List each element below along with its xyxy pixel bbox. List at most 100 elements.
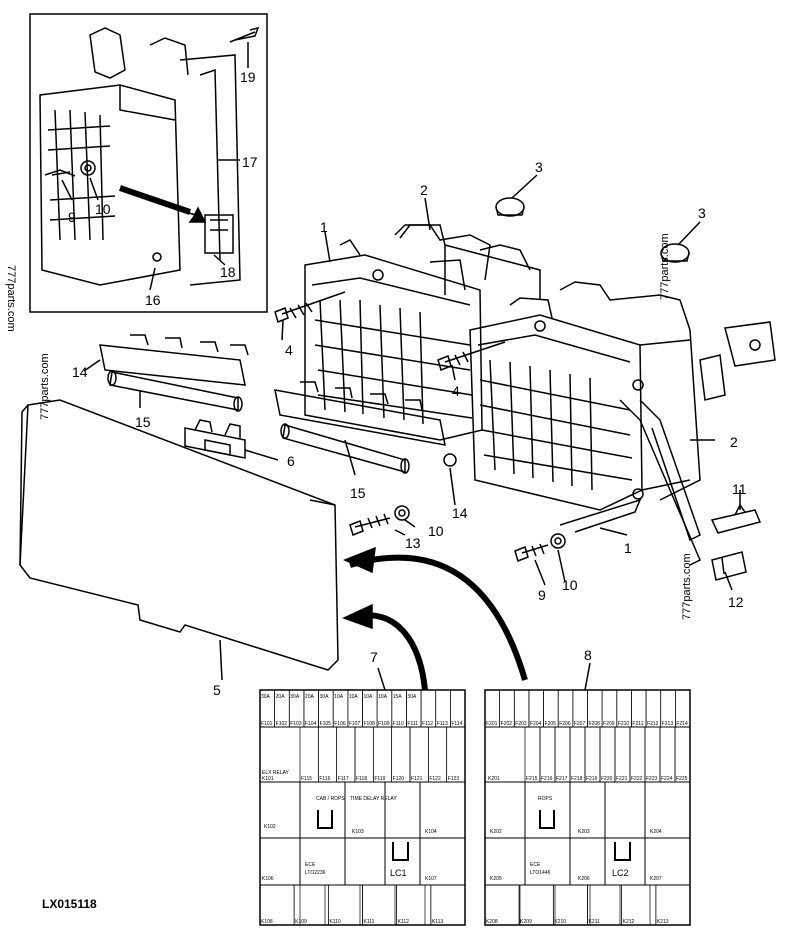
mounting-bracket (724, 321, 776, 367)
callout-2b: 2 (730, 434, 738, 450)
p7-row1-id: F112 (422, 721, 433, 727)
callout-10c: 10 (562, 577, 578, 593)
p7-k103: K103 (352, 829, 364, 835)
inset-fuse-box (39, 26, 260, 286)
p8-row1-id: F201 (486, 721, 498, 727)
callout-16: 16 (145, 292, 161, 308)
p7-row2-id: F115 (301, 776, 312, 782)
p7-bottom-id: K109 (295, 919, 307, 925)
p8-bottom-id: K209 (520, 919, 532, 925)
p7-row2-id: F122 (429, 776, 441, 782)
p8-row2-id: F216 (541, 776, 553, 782)
p7-row1-rating: 30A (261, 694, 271, 700)
p8-row2-cell (629, 726, 646, 783)
p8-row1-id: F211 (632, 721, 643, 727)
p7-k101: K101 (262, 776, 274, 782)
fuse-panel-7: F10130AF10220AF10330AF10420AF10530AF1061… (259, 689, 466, 926)
callout-14a: 14 (72, 364, 88, 380)
p8-row2-id: F224 (661, 776, 673, 782)
callout-15b: 15 (350, 485, 366, 501)
p7-row1-rating: 10A (349, 694, 359, 700)
p8-lc2: LC2 (612, 868, 629, 878)
callout-10a: 10 (95, 201, 111, 217)
p7-row2-id: F121 (411, 776, 423, 782)
housing-right (469, 281, 701, 511)
p7-row1-rating: 30A (290, 694, 300, 700)
p7-row2-cell (354, 726, 374, 783)
p8-row1-id: F205 (545, 721, 557, 727)
p7-row2-cell (409, 726, 429, 783)
p8-row2-cell (674, 726, 691, 783)
p7-row2-cell (372, 726, 393, 783)
p8-k201: K201 (488, 776, 500, 782)
p7-row1-id: F106 (334, 721, 346, 727)
screw-4-left (274, 291, 346, 324)
callout-3a: 3 (535, 159, 543, 175)
p8-k206: K206 (578, 876, 590, 882)
callout-labels: 1 1 2 2 3 3 4 4 5 6 7 8 9 9 10 10 10 11 … (68, 69, 747, 698)
p8-k203: K203 (578, 829, 590, 835)
p7-row2-id: F117 (338, 776, 349, 782)
p8-row2-id: F217 (556, 776, 568, 782)
callout-9b: 9 (538, 587, 546, 603)
callout-9a: 9 (68, 209, 76, 225)
p7-bottom-id: K111 (364, 919, 375, 925)
p8-rops-label: ROPS (538, 796, 553, 802)
screw-4-right (437, 341, 506, 372)
p7-bottom-id: K113 (432, 919, 444, 925)
plug-cap-1 (495, 197, 525, 217)
harness-right (639, 399, 701, 542)
callout-13: 13 (405, 535, 421, 551)
callout-6: 6 (287, 453, 295, 469)
connector-6 (184, 419, 246, 459)
p7-row1-rating: 10A (334, 694, 344, 700)
p7-row1-id: F111 (407, 721, 418, 727)
watermark-left: 777parts.com (5, 265, 17, 332)
p8-ece-code: LTO1446 (530, 870, 551, 876)
p8-row1-id: F202 (501, 721, 513, 727)
p7-row1-id: F104 (305, 721, 317, 727)
p7-bottom-id: K108 (261, 919, 273, 925)
p7-bottom-id: K112 (398, 919, 410, 925)
p8-row2-cell (644, 726, 661, 783)
panel-7-labels: K102 ELX RELAY CAB / ROPS ECE LTO2236 TI… (262, 770, 437, 882)
cover-panel (19, 399, 339, 671)
watermark-lower: 777parts.com (681, 553, 693, 620)
p7-row1-id: F101 (261, 721, 273, 727)
p8-row1-id: F208 (589, 721, 601, 727)
p8-row2-cell (599, 726, 616, 783)
p7-lc1: LC1 (390, 868, 407, 878)
p7-time-delay: TIME DELAY RELAY (350, 796, 397, 802)
callout-19: 19 (240, 69, 256, 85)
p8-row2-cell (584, 726, 601, 783)
screw-9 (514, 533, 566, 563)
callout-8: 8 (584, 647, 592, 663)
p8-row2-id: F222 (631, 776, 643, 782)
p7-row1-id: F110 (393, 721, 404, 727)
callout-11: 11 (732, 481, 747, 497)
p8-row2-cell (569, 726, 586, 783)
terminal-11 (710, 503, 762, 534)
p7-k102: K102 (264, 824, 276, 830)
p7-row2-cell (427, 726, 448, 783)
watermark-right: 777parts.com (659, 233, 671, 300)
callout-7: 7 (370, 649, 378, 665)
p7-row2-cell (317, 726, 338, 783)
p7-ece-label: ECE (305, 862, 316, 868)
p7-row1-rating: 15A (393, 694, 403, 700)
terminal-12 (711, 551, 747, 581)
p7-row2-id: F116 (319, 776, 330, 782)
callout-3b: 3 (698, 205, 706, 221)
p7-ece-code: LTO2236 (305, 870, 326, 876)
p8-row1-id: F203 (515, 721, 527, 727)
p8-row2-cell (524, 726, 541, 783)
p8-row2-cell (659, 726, 676, 783)
p8-row2-id: F221 (616, 776, 628, 782)
callout-12: 12 (728, 594, 744, 610)
p8-row2-id: F215 (526, 776, 538, 782)
p7-row1-rating: 20A (276, 694, 286, 700)
p8-bottom-id: K210 (554, 919, 566, 925)
callout-1b: 1 (624, 540, 632, 556)
p8-row2-id: F225 (676, 776, 688, 782)
